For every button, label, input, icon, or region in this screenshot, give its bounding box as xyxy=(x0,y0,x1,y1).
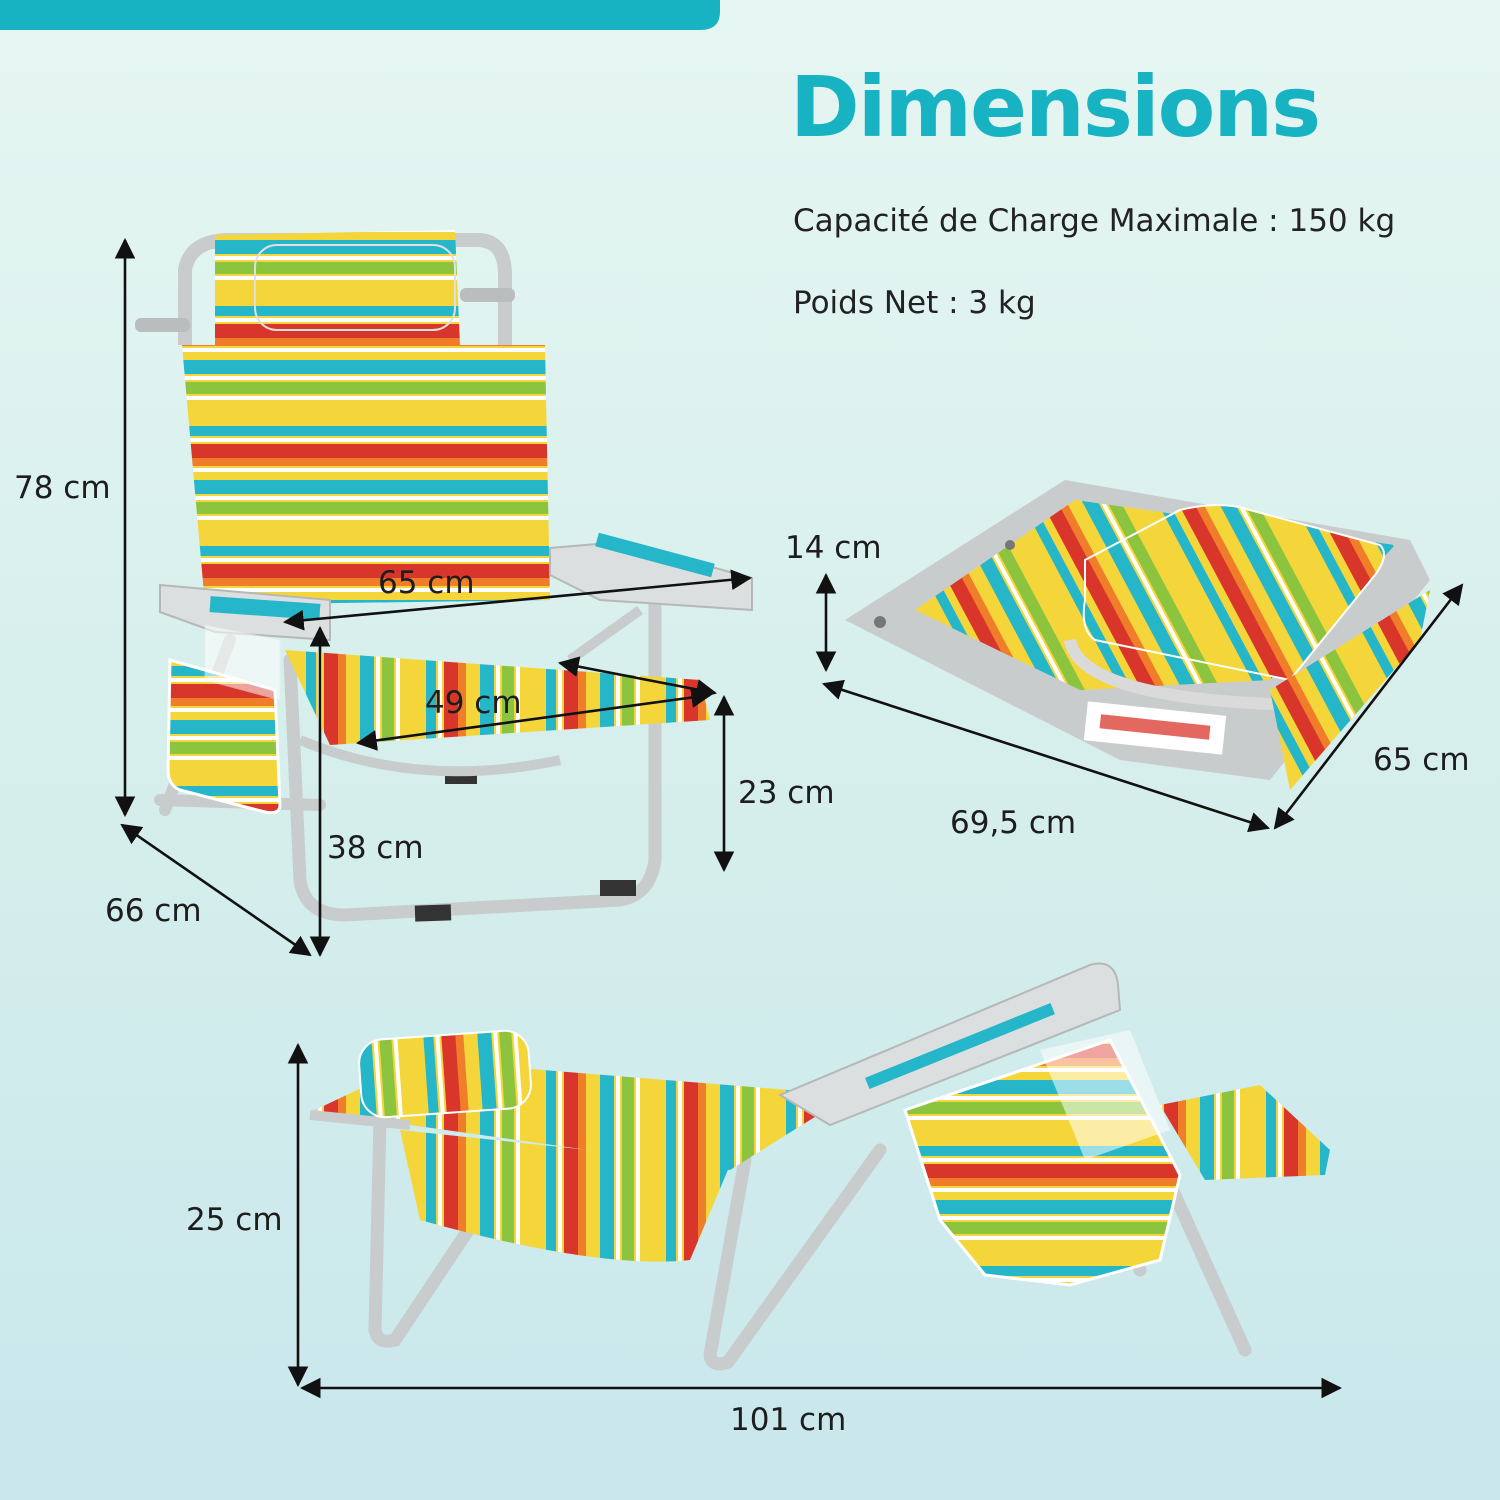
headrest-pillow xyxy=(254,244,456,331)
reclined-pillow xyxy=(358,1029,532,1119)
corner-banner xyxy=(0,0,720,30)
dimension-arrows xyxy=(114,237,1464,1399)
label-upright-depth: 66 cm xyxy=(105,893,202,929)
net-weight-spec: Poids Net : 3 kg xyxy=(793,285,1036,321)
label-reclined-length: 101 cm xyxy=(730,1402,847,1438)
label-reclined-height: 25 cm xyxy=(186,1202,283,1238)
page-title: Dimensions xyxy=(790,58,1321,156)
label-upright-height: 78 cm xyxy=(14,470,111,506)
label-folded-length: 69,5 cm xyxy=(950,805,1077,841)
label-seat-height: 23 cm xyxy=(738,775,835,811)
backrest-fabric xyxy=(182,345,550,605)
side-pouch xyxy=(166,658,282,815)
arrow-folded-width xyxy=(1273,583,1464,830)
label-seat-depth: 49 cm xyxy=(425,685,522,721)
reclined-chair-illustration xyxy=(309,962,1330,1371)
label-upright-width: 65 cm xyxy=(378,565,475,601)
arrow-seat-width xyxy=(355,687,713,751)
label-folded-width: 65 cm xyxy=(1373,742,1470,778)
folded-chair-illustration xyxy=(845,480,1430,790)
max-load-spec: Capacité de Charge Maximale : 150 kg xyxy=(793,203,1396,239)
label-folded-thickness: 14 cm xyxy=(785,530,882,566)
arrow-upright-depth xyxy=(120,823,312,957)
arrow-upright-width xyxy=(282,569,753,631)
label-front-height: 38 cm xyxy=(327,830,424,866)
arrow-folded-length xyxy=(822,679,1270,833)
